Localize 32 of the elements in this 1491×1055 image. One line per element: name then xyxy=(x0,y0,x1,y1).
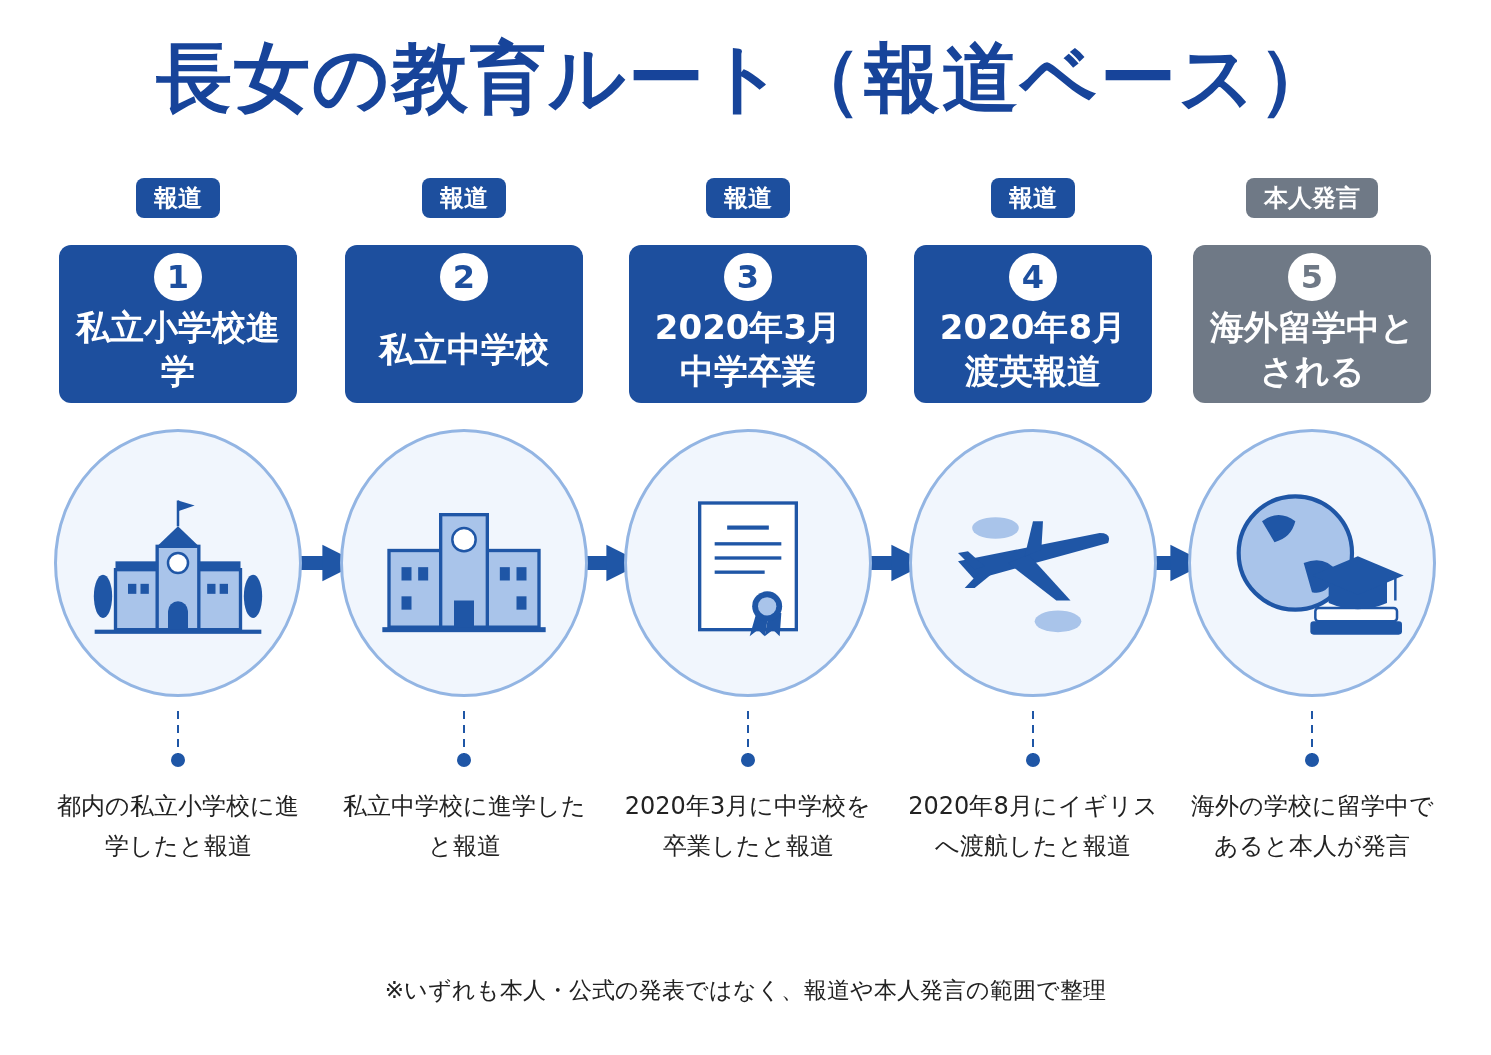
step-title: 私立小学校進学 xyxy=(74,306,281,393)
step-box xyxy=(59,245,297,403)
step-number: 1 xyxy=(154,253,202,301)
description-text: 都内の私立小学校に進学したと報道 xyxy=(53,760,303,866)
title: 長女の教育ルート（報道ベース） xyxy=(154,32,1337,124)
description-text: 2020年8月にイギリスへ渡航したと報道 xyxy=(908,760,1158,866)
step-title: 2020年8月渡英報道 xyxy=(938,306,1128,393)
description-text: 2020年3月に中学校を卒業したと報道 xyxy=(623,760,873,866)
step-number: 2 xyxy=(440,253,488,301)
leader-line xyxy=(171,710,185,767)
step-title: 私立中学校 xyxy=(377,328,550,371)
source-tag: 報道 xyxy=(136,178,220,218)
description-text: 海外の学校に留学中であると本人が発言 xyxy=(1187,760,1437,866)
step-box xyxy=(1193,245,1431,403)
step-title: 2020年3月中学卒業 xyxy=(653,306,843,393)
step-title: 海外留学中とされる xyxy=(1208,306,1416,393)
source-tag: 報道 xyxy=(422,178,506,218)
step-box xyxy=(914,245,1152,403)
step-box xyxy=(345,245,583,403)
footnote: ※いずれも本人・公式の発表ではなく、報道や本人発言の範囲で整理 xyxy=(383,976,1108,1005)
step-number: 4 xyxy=(1009,253,1057,301)
source-tag: 本人発言 xyxy=(1246,178,1378,218)
step-number: 5 xyxy=(1288,253,1336,301)
description-text: 私立中学校に進学したと報道 xyxy=(339,760,589,866)
leader-line xyxy=(741,710,755,767)
leader-line xyxy=(457,710,471,767)
source-tag: 報道 xyxy=(706,178,790,218)
leader-line xyxy=(1305,710,1319,767)
step-box xyxy=(629,245,867,403)
leader-line xyxy=(1026,710,1040,767)
source-tag: 報道 xyxy=(991,178,1075,218)
step-number: 3 xyxy=(724,253,772,301)
